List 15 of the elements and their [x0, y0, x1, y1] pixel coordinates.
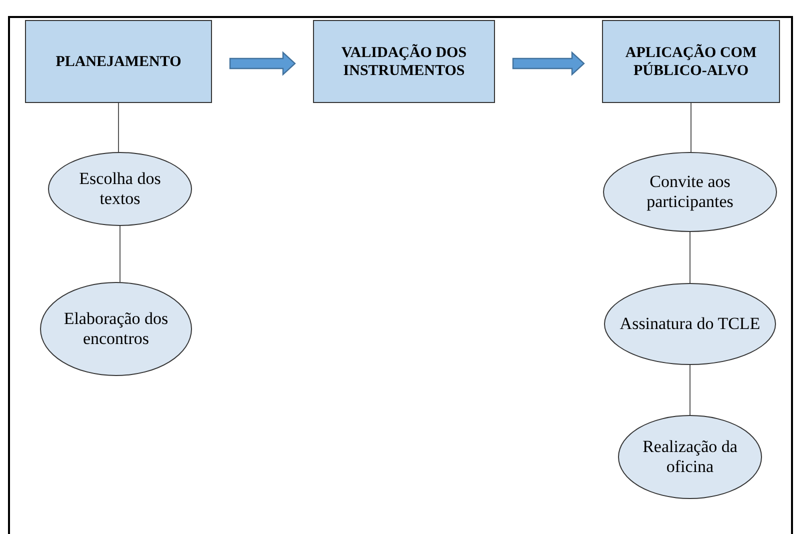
- connector-line: [118, 102, 119, 152]
- node-label: Assinatura do TCLE: [620, 314, 760, 334]
- node-label: VALIDAÇÃO DOS INSTRUMENTOS: [340, 44, 468, 80]
- node-label: Escolha dos textos: [78, 168, 162, 210]
- block-arrow: [512, 51, 585, 76]
- node-label: PLANEJAMENTO: [56, 52, 182, 70]
- node-label: APLICAÇÃO COM PÚBLICO-ALVO: [624, 44, 758, 80]
- node-label: Realização da oficina: [642, 436, 738, 478]
- node-label: Elaboração dos encontros: [62, 308, 170, 350]
- block-arrow: [229, 51, 296, 76]
- process-box: [25, 20, 212, 103]
- node-label: Convite aos participantes: [646, 172, 734, 212]
- process-box: [602, 20, 780, 103]
- connector-line: [690, 102, 692, 152]
- process-box: [313, 20, 495, 103]
